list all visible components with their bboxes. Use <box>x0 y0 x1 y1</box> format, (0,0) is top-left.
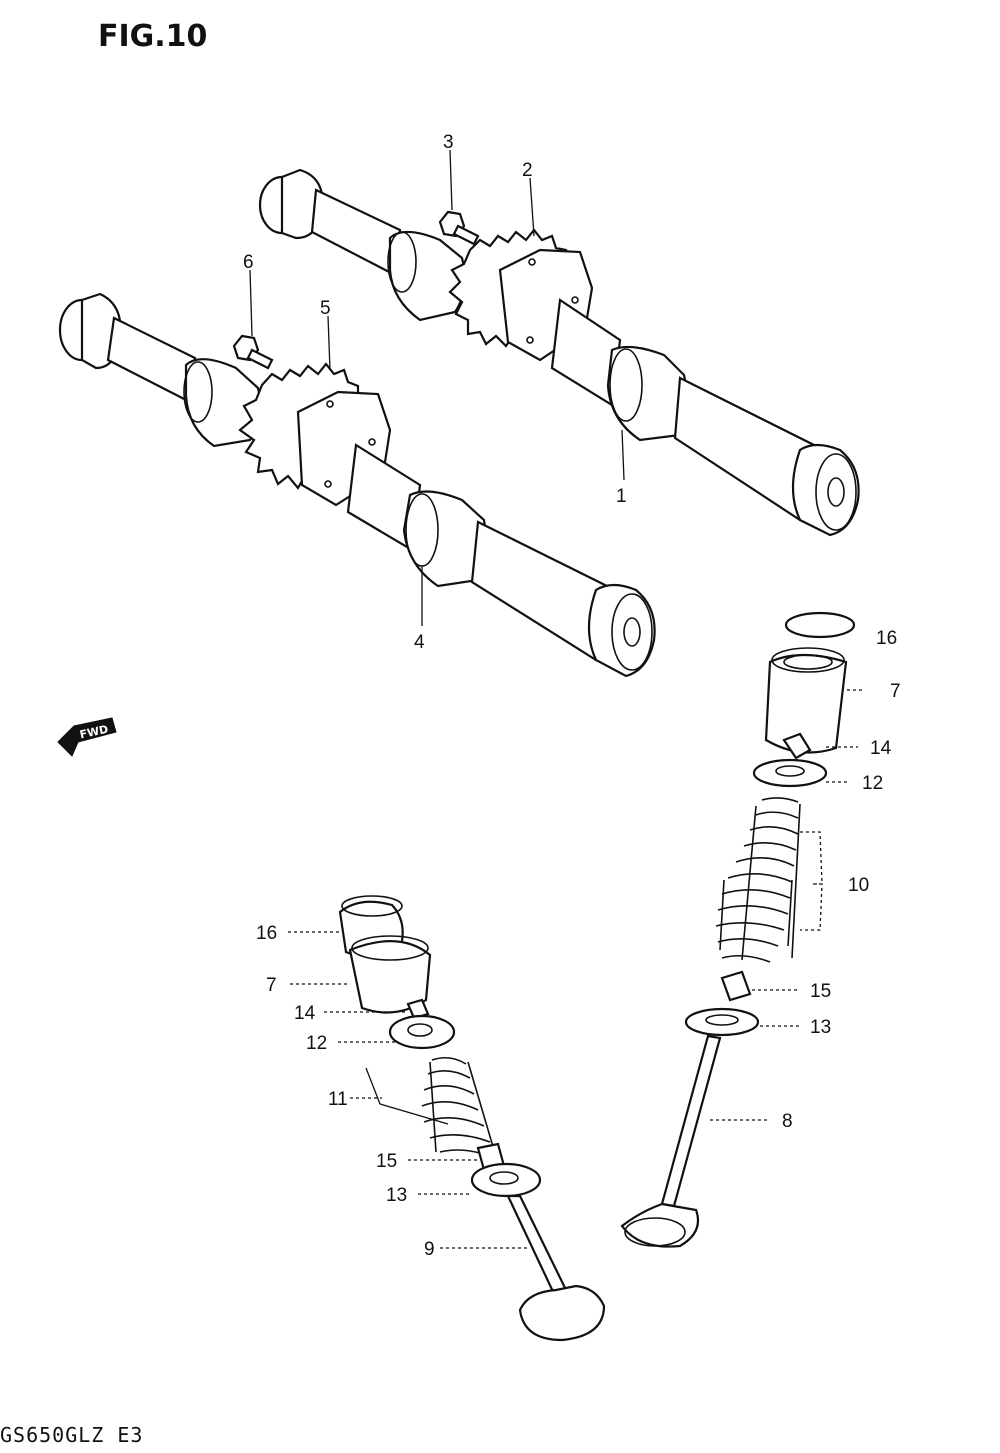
callout-11: 11 <box>328 1089 348 1110</box>
callout-12-right: 12 <box>862 773 883 794</box>
sprocket-bolt-3 <box>438 210 480 246</box>
spring-seat-left <box>470 1162 542 1198</box>
callout-13-right: 13 <box>810 1017 831 1038</box>
valve-assembly-left <box>338 895 606 1342</box>
callout-4: 4 <box>414 632 425 653</box>
leader-lines <box>249 149 862 1249</box>
callout-8: 8 <box>782 1111 793 1132</box>
figure-title: FIG.10 <box>98 19 207 54</box>
fwd-label: FWD <box>79 723 110 742</box>
callout-3: 3 <box>443 132 454 153</box>
callout-labels: 3 2 6 5 1 4 16 7 14 12 10 15 13 8 16 7 1… <box>243 132 901 1260</box>
camshaft-upper <box>258 168 860 537</box>
callout-5: 5 <box>320 298 331 319</box>
callout-10: 10 <box>848 875 869 896</box>
valve-cotter-left <box>406 998 430 1020</box>
valve-shim-right <box>784 611 856 639</box>
callout-12-left: 12 <box>306 1033 327 1054</box>
spring-seat-right <box>684 1007 760 1037</box>
camshaft-lower <box>58 292 656 678</box>
valve-springs-right <box>715 797 801 963</box>
valve-cotter-right <box>782 732 812 760</box>
callout-16-left: 16 <box>256 923 277 944</box>
spring-retainer-left <box>388 1014 456 1050</box>
model-code: GS650GLZ E3 <box>0 1423 143 1447</box>
valve-assembly-right <box>620 611 856 1248</box>
sprocket-bolt-6 <box>232 334 274 370</box>
cam-sprocket-lower <box>238 362 392 507</box>
exhaust-valve-left <box>506 1194 606 1342</box>
callout-9: 9 <box>424 1239 435 1260</box>
intake-valve-right <box>620 1034 722 1248</box>
spring-retainer-right <box>752 758 828 788</box>
callout-13-left: 13 <box>386 1185 407 1206</box>
forward-direction-arrow: FWD <box>57 717 117 757</box>
callout-14-left: 14 <box>294 1003 316 1024</box>
cam-sprocket-upper <box>448 228 594 362</box>
valve-springs-left <box>421 1056 495 1159</box>
callout-2: 2 <box>522 160 533 181</box>
stem-seal-right <box>720 970 752 1002</box>
callout-7-left: 7 <box>266 975 277 996</box>
callout-15-left: 15 <box>376 1151 397 1172</box>
callout-15-right: 15 <box>810 981 831 1002</box>
valve-tappet-right <box>764 647 848 754</box>
callout-7-right: 7 <box>890 681 901 702</box>
callout-16-right: 16 <box>876 628 897 649</box>
callout-1: 1 <box>616 486 627 507</box>
callout-14-right: 14 <box>870 738 892 759</box>
callout-6: 6 <box>243 252 254 273</box>
